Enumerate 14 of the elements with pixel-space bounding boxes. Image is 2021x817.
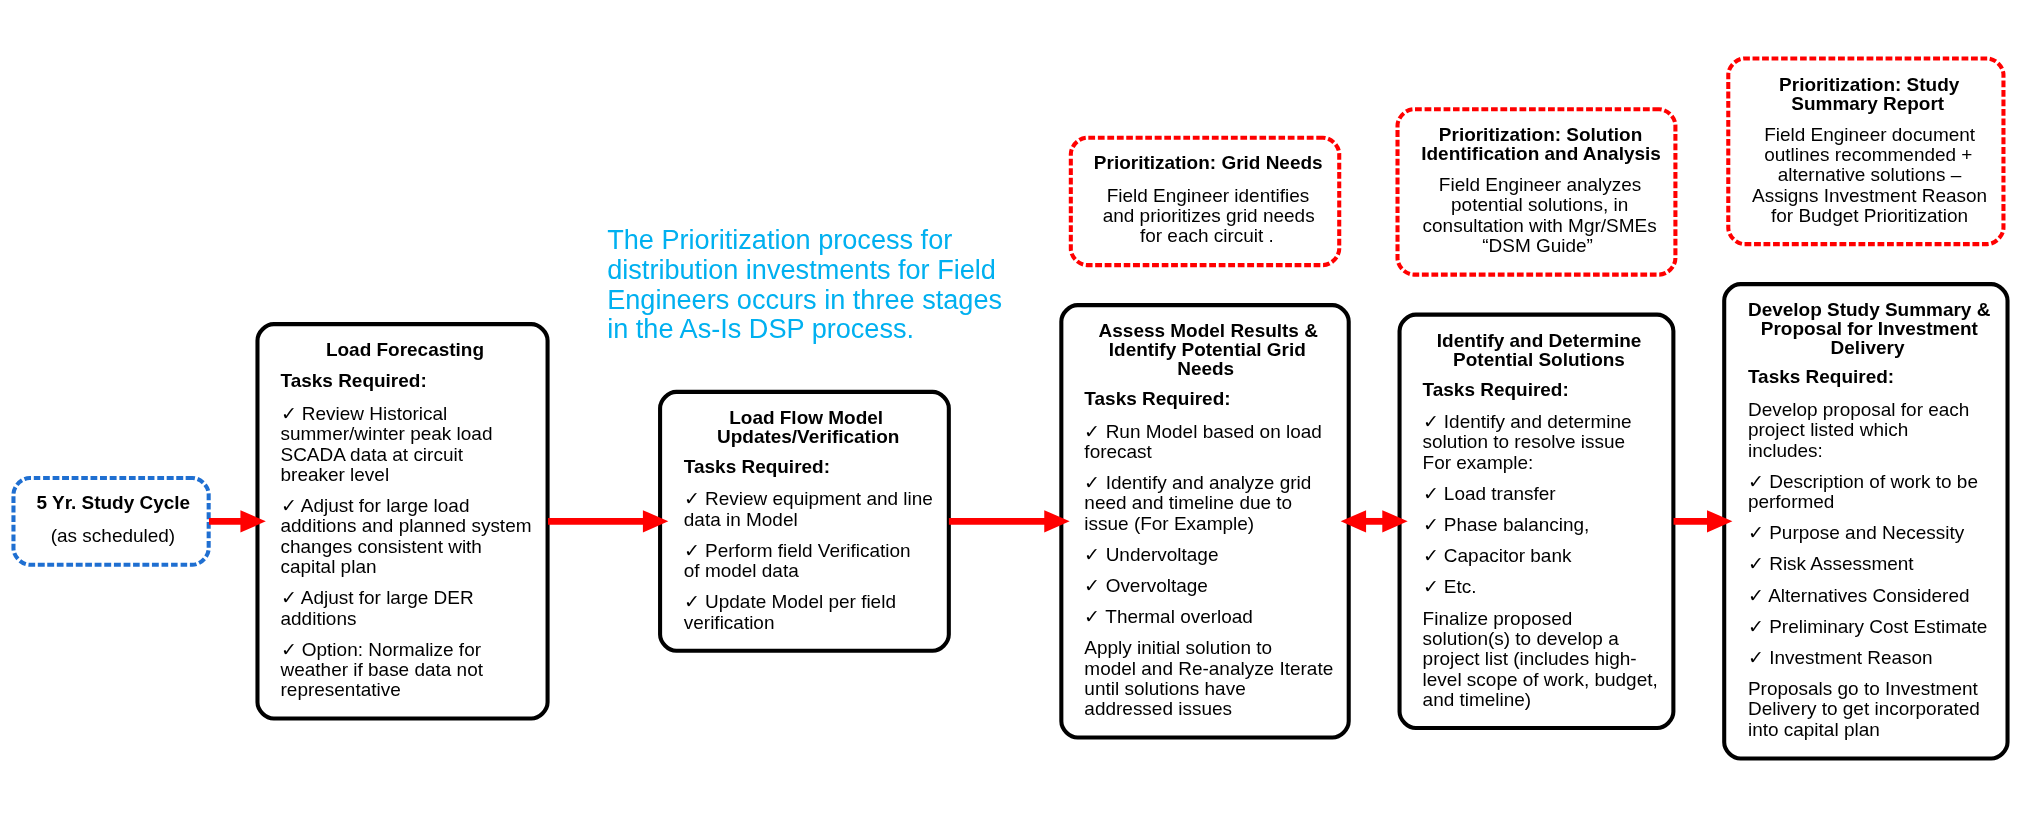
node-box: Prioritization: Grid Needs Field Engineer identifies and prioritizes grid needs for each circuit . bbox=[1068, 135, 1342, 268]
arrow bbox=[208, 510, 266, 533]
node-box: Prioritization: Solution Identification and Analysis Field Engineer analyzes potential solutions, in consultation with Mgr/SMEs “DSM Guide” bbox=[1395, 107, 1678, 277]
arrow bbox=[948, 510, 1070, 533]
node-box: 5 Yr. Study Cycle (as scheduled) bbox=[11, 475, 211, 567]
node-box: Prioritization: Study Summary Report Field Engineer document outlines recommended + alternative solutions – Assigns Investment Reason for Budget Prioritization bbox=[1726, 56, 2006, 247]
node-box: Assess Model Results & Identify Potential Grid Needs Tasks Required: ✓ Run Model based on load forecast ✓ Identify and analyze grid need and timeline due to issue (For Example) ✓ Undervoltage ✓ Overvoltage ✓ Thermal overload Apply initial solution to model and Re-analyze Iterate until solutions have addressed issues bbox=[1059, 303, 1351, 740]
arrow bbox=[1340, 510, 1408, 533]
arrow bbox=[1673, 510, 1733, 533]
node-box: Load Flow Model Updates/Verification Tasks Required: ✓ Review equipment and line data in Model ✓ Perform field Verification of model data ✓ Update Model per field verification bbox=[658, 389, 951, 653]
node-box: Load Forecasting Tasks Required: ✓ Review Historical summer/winter peak load SCADA data at circuit breaker level ✓ Adjust for large load additions and planned system changes consistent with capital plan ✓ Adjust for large DER additions ✓ Option: Normalize for weather if base data not representative bbox=[255, 322, 550, 721]
node-box: Develop Study Summary & Proposal for Investment Delivery Tasks Required: Develop proposal for each project listed which includes: ✓ Description of work to be performed ✓ Purpose and Necessity ✓ Risk Assessment ✓ Alternatives Considered ✓ Preliminary Cost Estimate ✓ Investment Reason Proposals go to Investment Delivery to get incorporated into capital plan bbox=[1722, 282, 2010, 761]
node-box: Identify and Determine Potential Solutions Tasks Required: ✓ Identify and determine solution to resolve issue For example: ✓ Load transfer ✓ Phase balancing, ✓ Capacitor bank ✓ Etc. Finalize proposed solution(s) to develop a project list (includes high-level scope of work, budget, and timeline) bbox=[1397, 312, 1676, 731]
label: The Prioritization process for distribution investments for Field Engineers occurs in three stages in the As-Is DSP process. bbox=[607, 223, 1003, 345]
